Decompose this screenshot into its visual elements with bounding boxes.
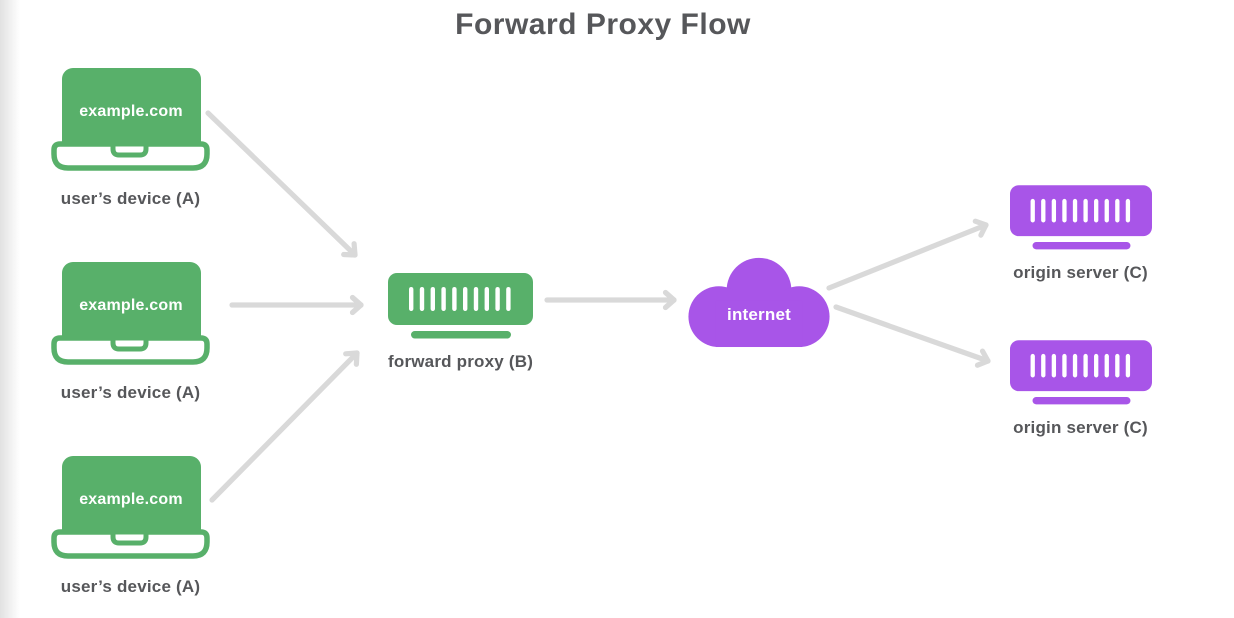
internet-label: internet bbox=[727, 305, 791, 324]
left-edge-shadow bbox=[0, 0, 20, 618]
device-screen-text: example.com bbox=[79, 103, 183, 120]
device-screen-text: example.com bbox=[79, 297, 183, 314]
server-icon bbox=[1009, 340, 1152, 405]
origin-label: origin server (C) bbox=[1013, 418, 1148, 437]
page-title: Forward Proxy Flow bbox=[455, 8, 751, 41]
proxy-label: forward proxy (B) bbox=[388, 352, 534, 371]
arrow-device1-to-proxy bbox=[205, 110, 358, 258]
device-screen-text: example.com bbox=[79, 491, 183, 508]
origin-server-node-1: origin server (C) bbox=[1008, 185, 1153, 283]
user-device-node-3: example.com user’s device (A) bbox=[48, 456, 213, 597]
arrow-internet-to-origin1 bbox=[826, 218, 989, 291]
user-device-node-2: example.com user’s device (A) bbox=[48, 262, 213, 403]
device-label: user’s device (A) bbox=[60, 383, 201, 402]
arrow-internet-to-origin2 bbox=[833, 304, 991, 368]
cloud-icon bbox=[688, 257, 830, 348]
origin-label: origin server (C) bbox=[1013, 263, 1148, 282]
device-label: user’s device (A) bbox=[60, 189, 201, 208]
arrow-device3-to-proxy bbox=[209, 350, 360, 503]
origin-server-node-2: origin server (C) bbox=[1008, 340, 1153, 438]
user-device-node-1: example.com user’s device (A) bbox=[48, 68, 213, 209]
server-icon bbox=[1009, 185, 1152, 250]
server-icon bbox=[388, 273, 533, 339]
device-label: user’s device (A) bbox=[60, 577, 201, 596]
forward-proxy-node: forward proxy (B) bbox=[388, 273, 533, 372]
internet-node: internet bbox=[688, 250, 830, 353]
